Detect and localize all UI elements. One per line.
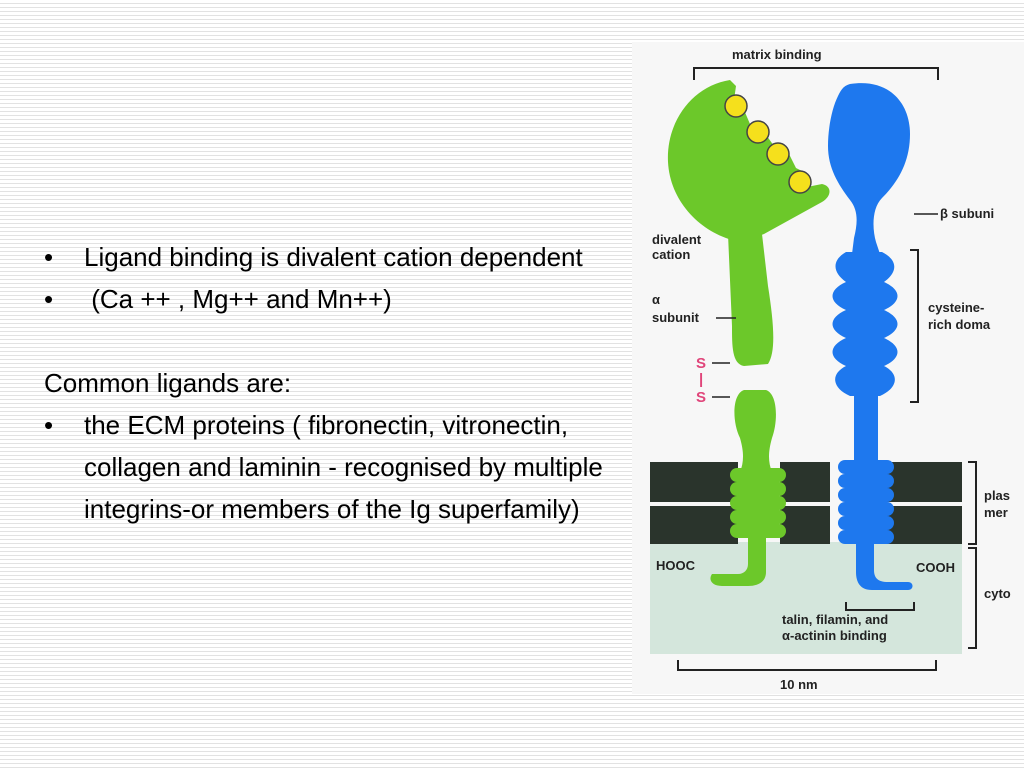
beta-subunit-label: β subuni — [940, 206, 994, 221]
bullet-text-cations: (Ca ++ , Mg++ and Mn++) — [84, 284, 392, 314]
plasma-membrane — [650, 462, 962, 544]
disulfide-s-bottom: S — [696, 389, 706, 406]
matrix-binding-label: matrix binding — [732, 47, 822, 62]
membrane-bracket — [968, 461, 977, 545]
plasma-label-line2: mer — [984, 505, 1008, 520]
disulfide-bar: | — [699, 371, 703, 388]
matrix-binding-bracket — [693, 67, 939, 80]
bullet-marker: • — [44, 284, 54, 314]
talin-bracket — [845, 602, 915, 611]
bullet-text-ecm-proteins: the ECM proteins ( fibronectin, vitronec… — [84, 410, 603, 524]
divalent-label-line1: divalent — [652, 232, 702, 247]
alpha-subunit — [667, 80, 830, 586]
integrin-structure-figure: matrix binding — [632, 42, 1024, 694]
alpha-label-line1: α — [652, 292, 660, 307]
bullet-item: • Ligand binding is divalent cation depe… — [44, 236, 644, 278]
cytoplasm-bracket — [968, 547, 977, 649]
scale-label: 10 nm — [780, 677, 818, 692]
beta-subunit — [828, 83, 913, 590]
cooh-label: COOH — [916, 560, 955, 575]
alpha-label-line2: subunit — [652, 310, 700, 325]
talin-label-line1: talin, filamin, and — [782, 612, 888, 627]
bullet-marker: • — [44, 410, 54, 440]
bullet-item: • (Ca ++ , Mg++ and Mn++) — [44, 278, 644, 320]
cysteine-label-line1: cysteine- — [928, 300, 984, 315]
ligands-heading: Common ligands are: — [44, 368, 292, 398]
disulfide-connectors — [712, 362, 730, 398]
divalent-label-line2: cation — [652, 247, 690, 262]
talin-label-line2: α-actinin binding — [782, 628, 887, 643]
integrin-diagram: matrix binding — [650, 47, 1011, 692]
cytoplasm-label: cyto — [984, 586, 1011, 601]
plasma-label-line1: plas — [984, 488, 1010, 503]
disulfide-s-top: S — [696, 355, 706, 372]
bullet-item: • the ECM proteins ( fibronectin, vitron… — [44, 404, 644, 530]
cytoplasm-region — [650, 542, 962, 654]
hooc-label: HOOC — [656, 558, 696, 573]
cysteine-label-line2: rich doma — [928, 317, 991, 332]
cysteine-bracket — [910, 249, 919, 403]
scale-bar — [677, 660, 937, 671]
slide-text-block: • Ligand binding is divalent cation depe… — [44, 236, 644, 530]
bullet-text-ligand-binding: Ligand binding is divalent cation depend… — [84, 242, 583, 272]
bullet-marker: • — [44, 242, 54, 272]
